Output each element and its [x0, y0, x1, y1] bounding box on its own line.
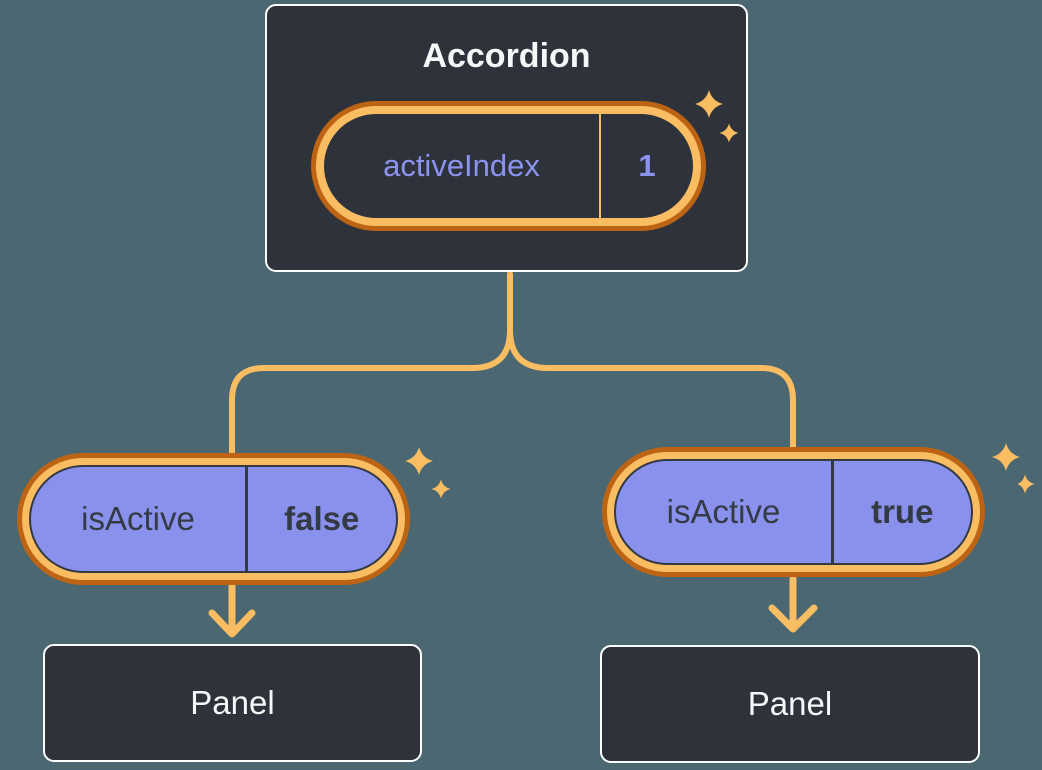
panel-card-left: Panel — [43, 644, 422, 762]
panel-card-right: Panel — [600, 645, 980, 763]
state-value: true — [871, 493, 934, 530]
arrow-down-icon — [208, 609, 256, 638]
sparkle-icon — [992, 443, 1020, 471]
activeindex-state-pill: activeIndex 1 — [311, 101, 706, 231]
state-name-label: isActive — [666, 493, 781, 530]
accordion-card: Accordion activeIndex 1 — [265, 4, 748, 272]
sparkle-icon — [1017, 474, 1035, 494]
arrow-down-icon — [768, 604, 818, 633]
accordion-title: Accordion — [422, 37, 591, 75]
isactive-state-pill-left: isActive false — [17, 453, 410, 585]
state-name-label: activeIndex — [383, 148, 540, 183]
pill-divider — [245, 467, 248, 571]
connector-left-branch — [229, 271, 513, 461]
state-value: false — [284, 500, 360, 537]
pill-divider — [831, 461, 834, 563]
sparkle-icon — [405, 447, 433, 475]
state-name-label: isActive — [81, 500, 195, 537]
sparkle-icon — [431, 479, 451, 499]
connector-right-branch — [507, 327, 796, 455]
pill-divider — [599, 114, 601, 218]
isactive-state-pill-right: isActive true — [602, 447, 985, 577]
state-value: 1 — [638, 148, 656, 183]
